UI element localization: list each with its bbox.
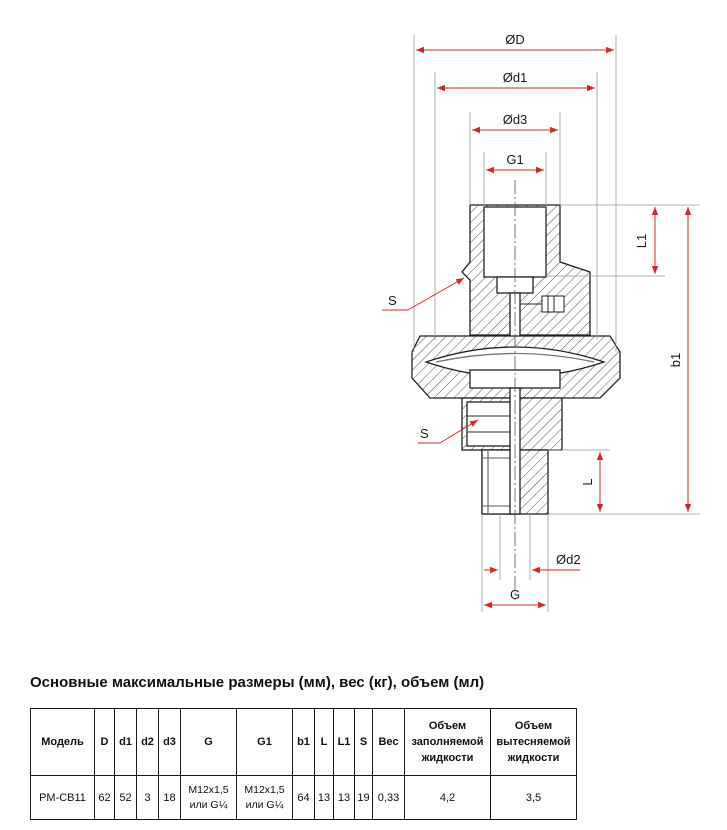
- table-heading: Основные максимальные размеры (мм), вес …: [30, 674, 485, 691]
- cell-D: 62: [94, 775, 115, 820]
- cell-S: 19: [354, 775, 373, 820]
- cell-displaced-volume: 3,5: [490, 775, 577, 820]
- upper-body: [461, 204, 591, 338]
- label-G: G: [510, 587, 520, 602]
- side-screw: [520, 295, 565, 313]
- cell-fill-volume: 4,2: [404, 775, 491, 820]
- th-d1: d1: [114, 708, 137, 776]
- dimensions-table: Модель D d1 d2 d3 G G1 b1 L L1 S Вес Объ…: [30, 708, 577, 820]
- th-model: Модель: [30, 708, 95, 776]
- table-row: PM-CB11 62 52 3 18 M12x1,5 или G¼ M12x1,…: [30, 775, 577, 820]
- th-d3: d3: [158, 708, 181, 776]
- table-header-row: Модель D d1 d2 d3 G G1 b1 L L1 S Вес Объ…: [30, 708, 577, 776]
- th-b1: b1: [292, 708, 315, 776]
- label-d3: Ød3: [503, 112, 528, 127]
- lower-body: [461, 387, 563, 515]
- cell-d3: 18: [158, 775, 181, 820]
- dimension-lines: [382, 46, 692, 609]
- label-S-bottom: S: [420, 426, 429, 441]
- th-weight: Вес: [372, 708, 405, 776]
- label-L1: L1: [634, 234, 649, 248]
- label-b1: b1: [668, 353, 683, 367]
- cell-model: PM-CB11: [30, 775, 95, 820]
- cell-G: M12x1,5 или G¼: [180, 775, 237, 820]
- extension-lines: [413, 35, 700, 612]
- label-S-top: S: [388, 293, 397, 308]
- flange: [411, 335, 621, 399]
- label-D: ØD: [505, 32, 525, 47]
- th-fill-volume: Объем заполняемой жидкости: [404, 708, 491, 776]
- cell-L1: 13: [333, 775, 355, 820]
- cell-weight: 0,33: [372, 775, 405, 820]
- th-d2: d2: [136, 708, 159, 776]
- cell-d1: 52: [114, 775, 137, 820]
- label-G1: G1: [506, 152, 523, 167]
- th-G: G: [180, 708, 237, 776]
- cell-G1: M12x1,5 или G¼: [236, 775, 293, 820]
- label-d2: Ød2: [556, 552, 581, 567]
- th-displaced-volume: Объем вытесняемой жидкости: [490, 708, 577, 776]
- th-L1: L1: [333, 708, 355, 776]
- cell-d2: 3: [136, 775, 159, 820]
- th-S: S: [354, 708, 373, 776]
- label-d1: Ød1: [503, 70, 528, 85]
- th-L: L: [314, 708, 334, 776]
- technical-drawing: ØD Ød1 Ød3 G1 L1 b1 S S L Ød2 G: [382, 32, 700, 612]
- label-L: L: [580, 478, 595, 485]
- th-G1: G1: [236, 708, 293, 776]
- th-D: D: [94, 708, 115, 776]
- cell-L: 13: [314, 775, 334, 820]
- cell-b1: 64: [292, 775, 315, 820]
